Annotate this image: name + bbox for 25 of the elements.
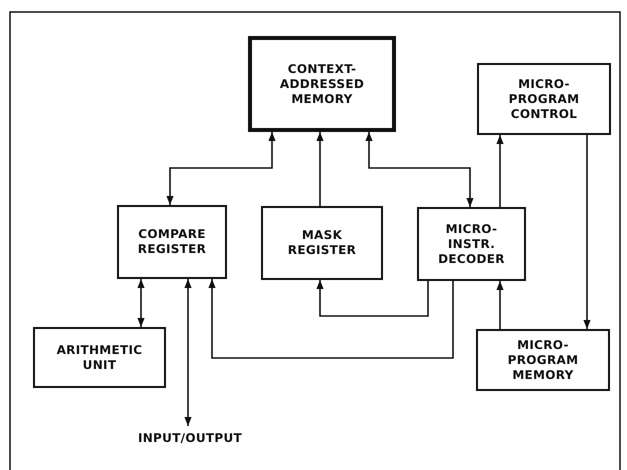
block-box	[261, 206, 383, 280]
arrow	[316, 280, 429, 317]
port-label: INPUT/OUTPUT	[138, 430, 242, 446]
block-label: MASK REGISTER	[286, 228, 358, 258]
block-box	[477, 63, 611, 135]
arrow	[184, 279, 192, 426]
arrow	[365, 132, 474, 207]
block-box	[248, 36, 396, 132]
block-label: MICRO- PROGRAM MEMORY	[506, 338, 580, 382]
arrow	[208, 279, 454, 359]
block-label: ARITHMETIC UNIT	[56, 342, 144, 372]
block-box	[117, 205, 227, 279]
arrow	[137, 279, 145, 327]
arrow	[166, 132, 276, 205]
arrow	[496, 281, 504, 329]
block-box	[417, 207, 526, 281]
block-label: COMPARE REGISTER	[136, 227, 208, 257]
arrow	[316, 132, 324, 206]
block-box	[476, 329, 610, 391]
block-label: MICRO- PROGRAM CONTROL	[508, 76, 580, 122]
arrow	[583, 135, 591, 329]
block-label: MICRO- INSTR. DECODER	[437, 222, 506, 266]
block-label: CONTEXT- ADDRESSED MEMORY	[278, 62, 366, 106]
arrow	[496, 135, 504, 207]
block-box	[33, 327, 166, 388]
